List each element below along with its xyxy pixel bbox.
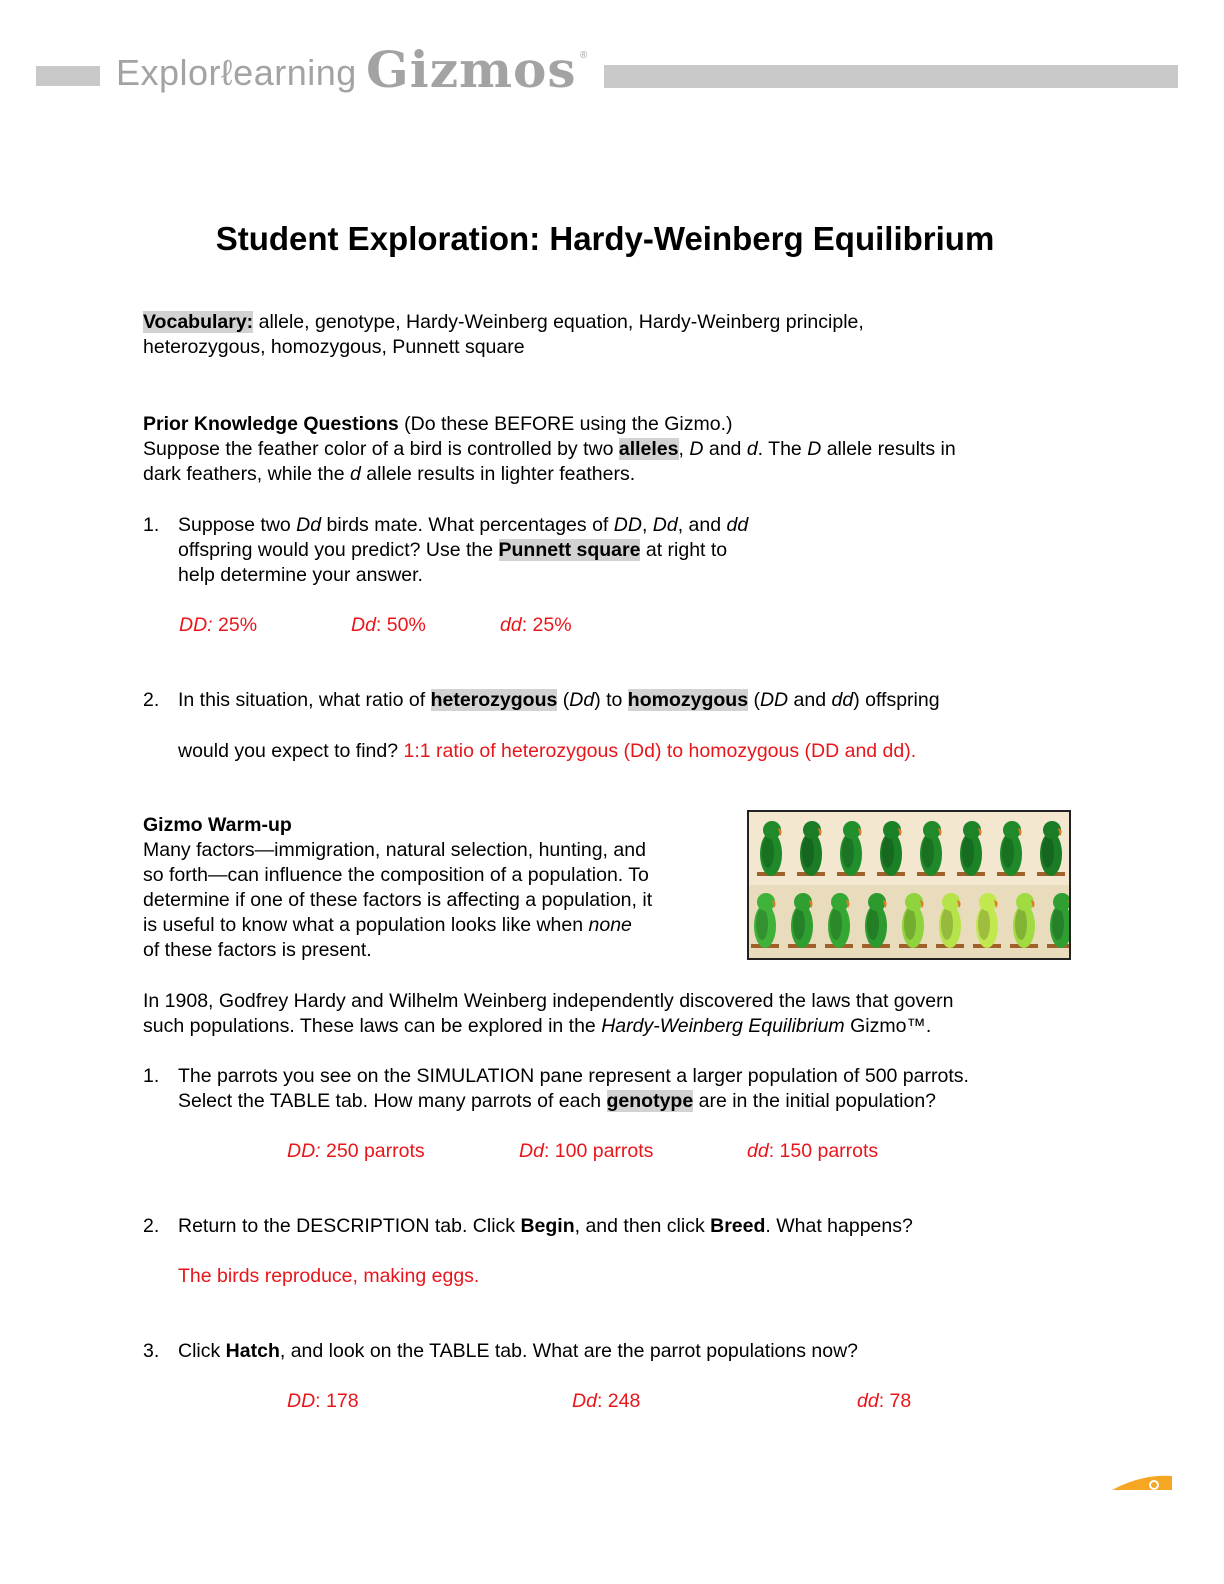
parrot-top-2 [837, 821, 865, 876]
parrot-top-6 [997, 821, 1025, 876]
parrot-bottom-2 [825, 893, 853, 948]
term-punnett-square: Punnett square [498, 539, 641, 561]
pk-q1-line-3: help determine your answer. [178, 564, 423, 586]
parrot-bottom-8 [1047, 893, 1069, 948]
term-heterozygous: heterozygous [430, 689, 558, 711]
brand-gizmos: Gizmos [366, 40, 577, 99]
vocabulary-label: Vocabulary: [143, 311, 254, 333]
prior-knowledge-heading: Prior Knowledge Questions (Do these BEFO… [143, 413, 733, 435]
warmup-p1-line-3: determine if one of these factors is aff… [143, 889, 653, 911]
wu-q3-answer-DD: DD: 178 [287, 1390, 359, 1412]
pk-q1-answer-DD: DD: 25% [179, 614, 258, 636]
parrot-top-7 [1037, 821, 1065, 876]
pk-q1-answer-dd: dd: 25% [500, 614, 572, 636]
parrot-bottom-0 [751, 893, 779, 948]
parrot-row-bottom [751, 893, 1069, 948]
parrot-bottom-6 [973, 893, 1001, 948]
header-bar-right [604, 65, 1178, 88]
pk-q2-line-1: In this situation, what ratio of heteroz… [178, 689, 940, 711]
pk-q2-answer: 1:1 ratio of heterozygous (Dd) to homozy… [403, 740, 917, 762]
pk-q1-number: 1. [143, 514, 160, 536]
prior-knowledge-intro-2: dark feathers, while the d allele result… [143, 463, 636, 485]
vocabulary-line-1: Vocabulary: allele, genotype, Hardy-Wein… [143, 311, 864, 333]
parrot-top-1 [797, 821, 825, 876]
warmup-p2-line-1: In 1908, Godfrey Hardy and Wilhelm Weinb… [143, 990, 954, 1012]
wu-q1-answer-dd: dd: 150 parrots [747, 1140, 879, 1162]
warmup-heading: Gizmo Warm-up [143, 814, 292, 836]
pk-q1-line-1: Suppose two Dd birds mate. What percenta… [178, 514, 749, 536]
wu-q1-number: 1. [143, 1065, 160, 1087]
parrot-top-4 [917, 821, 945, 876]
wu-q2-answer: The birds reproduce, making eggs. [178, 1265, 480, 1287]
pk-q1-answer-Dd: Dd: 50% [351, 614, 426, 636]
parrot-bottom-1 [788, 893, 816, 948]
brand-explorelearning: Explorℓearning [116, 52, 357, 93]
wu-q3-answer-Dd: Dd: 248 [572, 1390, 641, 1412]
page-title: Student Exploration: Hardy-Weinberg Equi… [215, 220, 995, 257]
parrot-top-0 [757, 821, 785, 876]
wu-q2-line-1: Return to the DESCRIPTION tab. Click Beg… [178, 1215, 913, 1237]
wu-q1-answer-DD: DD: 250 parrots [287, 1140, 425, 1162]
wu-q2-number: 2. [143, 1215, 160, 1237]
parrot-row-top [757, 821, 1065, 876]
warmup-p1-line-5: of these factors is present. [143, 939, 372, 961]
page-corner-tab-icon [1112, 1475, 1172, 1490]
header-bar-left [36, 66, 100, 86]
pk-q2-number: 2. [143, 689, 160, 711]
wu-q1-answer-Dd: Dd: 100 parrots [519, 1140, 654, 1162]
warmup-p2-line-2: such populations. These laws can be expl… [143, 1015, 932, 1037]
parrot-bottom-5 [936, 893, 964, 948]
parrot-bottom-7 [1010, 893, 1038, 948]
wu-q1-line-2: Select the TABLE tab. How many parrots o… [178, 1090, 937, 1112]
term-homozygous: homozygous [627, 689, 749, 711]
vocabulary-line-2: heterozygous, homozygous, Punnett square [143, 336, 525, 358]
parrot-top-3 [877, 821, 905, 876]
warmup-p1-line-1: Many factors—immigration, natural select… [143, 839, 646, 861]
parrot-bottom-3 [862, 893, 890, 948]
warmup-p1-line-4: is useful to know what a population look… [143, 914, 632, 936]
parrot-illustration [749, 812, 1069, 958]
prior-knowledge-intro-1: Suppose the feather color of a bird is c… [143, 438, 956, 460]
pk-q1-line-2: offspring would you predict? Use the Pun… [178, 539, 728, 561]
parrot-top-5 [957, 821, 985, 876]
brand-registered-mark: ® [580, 50, 588, 61]
term-genotype: genotype [606, 1090, 694, 1112]
pk-q2-line-2: would you expect to find? 1:1 ratio of h… [178, 740, 917, 762]
parrot-population-image [747, 810, 1071, 960]
term-alleles: alleles [618, 438, 679, 460]
parrot-bottom-4 [899, 893, 927, 948]
wu-q3-answer-dd: dd: 78 [857, 1390, 912, 1412]
wu-q1-line-1: The parrots you see on the SIMULATION pa… [178, 1065, 969, 1087]
wu-q3-line-1: Click Hatch, and look on the TABLE tab. … [178, 1340, 859, 1362]
warmup-p1-line-2: so forth—can influence the composition o… [143, 864, 649, 886]
wu-q3-number: 3. [143, 1340, 160, 1362]
